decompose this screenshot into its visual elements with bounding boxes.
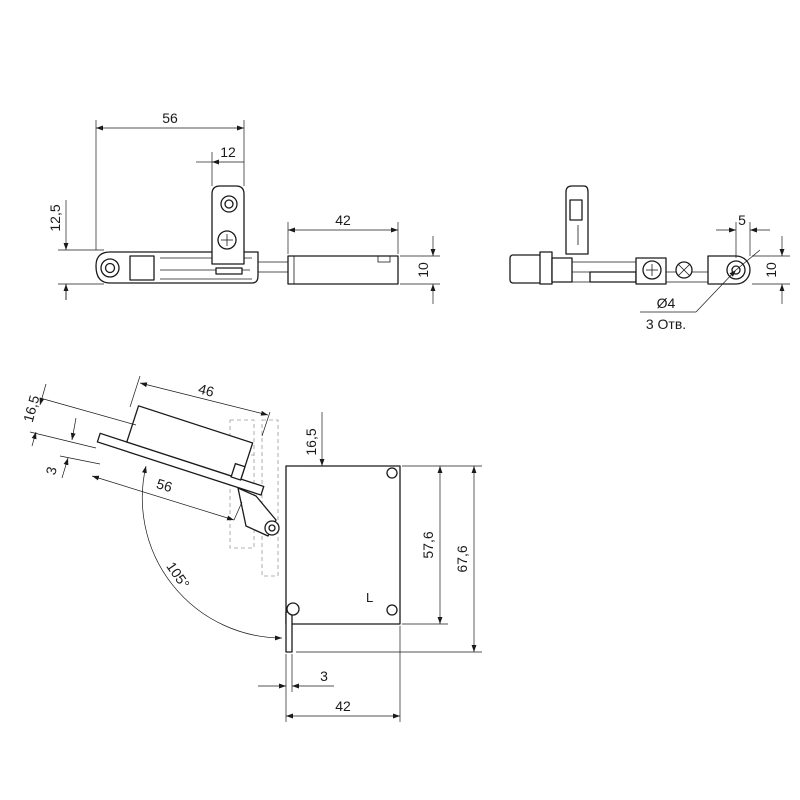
- dim-overall-width: 56: [162, 110, 178, 126]
- dim-box-depth: 42: [335, 698, 351, 714]
- bottom-dimensions: 46 16,5 3 56 105° 16,5 57,6 67,6: [20, 375, 482, 722]
- dim-top-height: 10: [763, 262, 779, 278]
- hole-diameter-label: Ø4: [657, 295, 676, 311]
- dim-arm-height: 10: [415, 262, 431, 278]
- hinge-side-view: [95, 185, 399, 285]
- hinge-top-view: [509, 185, 751, 285]
- dim-side-thickness: 3: [320, 668, 328, 684]
- dim-arm-length: 42: [335, 212, 351, 228]
- dim-lid-offset: 16,5: [20, 393, 43, 424]
- dim-lid-thickness: 3: [42, 465, 60, 477]
- dim-lid-length: 46: [197, 380, 216, 400]
- top-right-dimensions: 5 10 Ø4 3 Отв.: [640, 212, 790, 332]
- dim-inner-height: 57,6: [420, 531, 436, 558]
- dim-swing-length: 56: [155, 475, 175, 495]
- dim-outer-height: 67,6: [454, 545, 470, 572]
- dim-hole-offset: 5: [738, 212, 746, 228]
- dim-top-offset: 16,5: [303, 428, 319, 455]
- top-left-dimensions: 56 12 12,5 42 10: [47, 110, 440, 304]
- body-mark-label: L: [366, 590, 373, 605]
- dim-angle: 105°: [163, 559, 193, 592]
- hole-count-label: 3 Отв.: [646, 316, 686, 332]
- hinge-assembly-view: L: [96, 405, 401, 653]
- dim-plate-height: 12,5: [47, 204, 63, 231]
- dim-plate-offset: 12: [220, 144, 236, 160]
